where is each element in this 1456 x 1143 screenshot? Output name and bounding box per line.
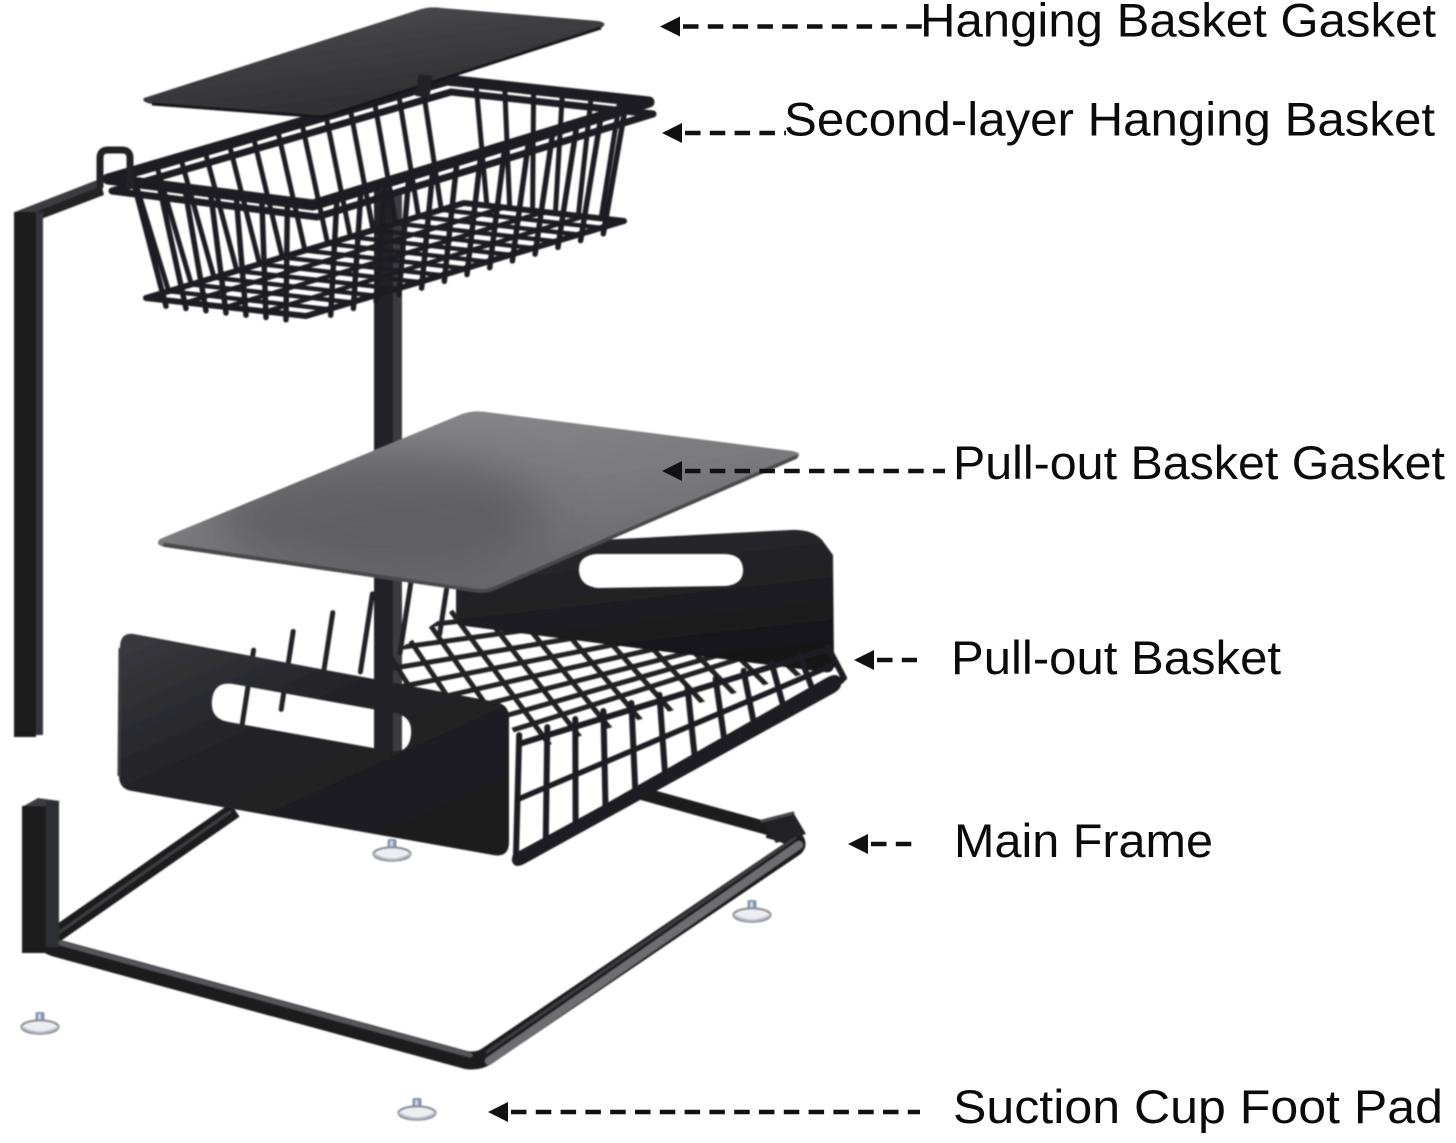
svg-text:Hanging Basket Gasket: Hanging Basket Gasket	[920, 0, 1436, 47]
svg-text:Pull-out Basket: Pull-out Basket	[951, 631, 1281, 684]
svg-text:Pull-out Basket Gasket: Pull-out Basket Gasket	[953, 436, 1445, 489]
svg-text:Suction Cup Foot Pad: Suction Cup Foot Pad	[953, 1080, 1443, 1133]
svg-text:Second-layer Hanging Basket: Second-layer Hanging Basket	[784, 93, 1435, 146]
svg-text:Main Frame: Main Frame	[954, 814, 1213, 867]
